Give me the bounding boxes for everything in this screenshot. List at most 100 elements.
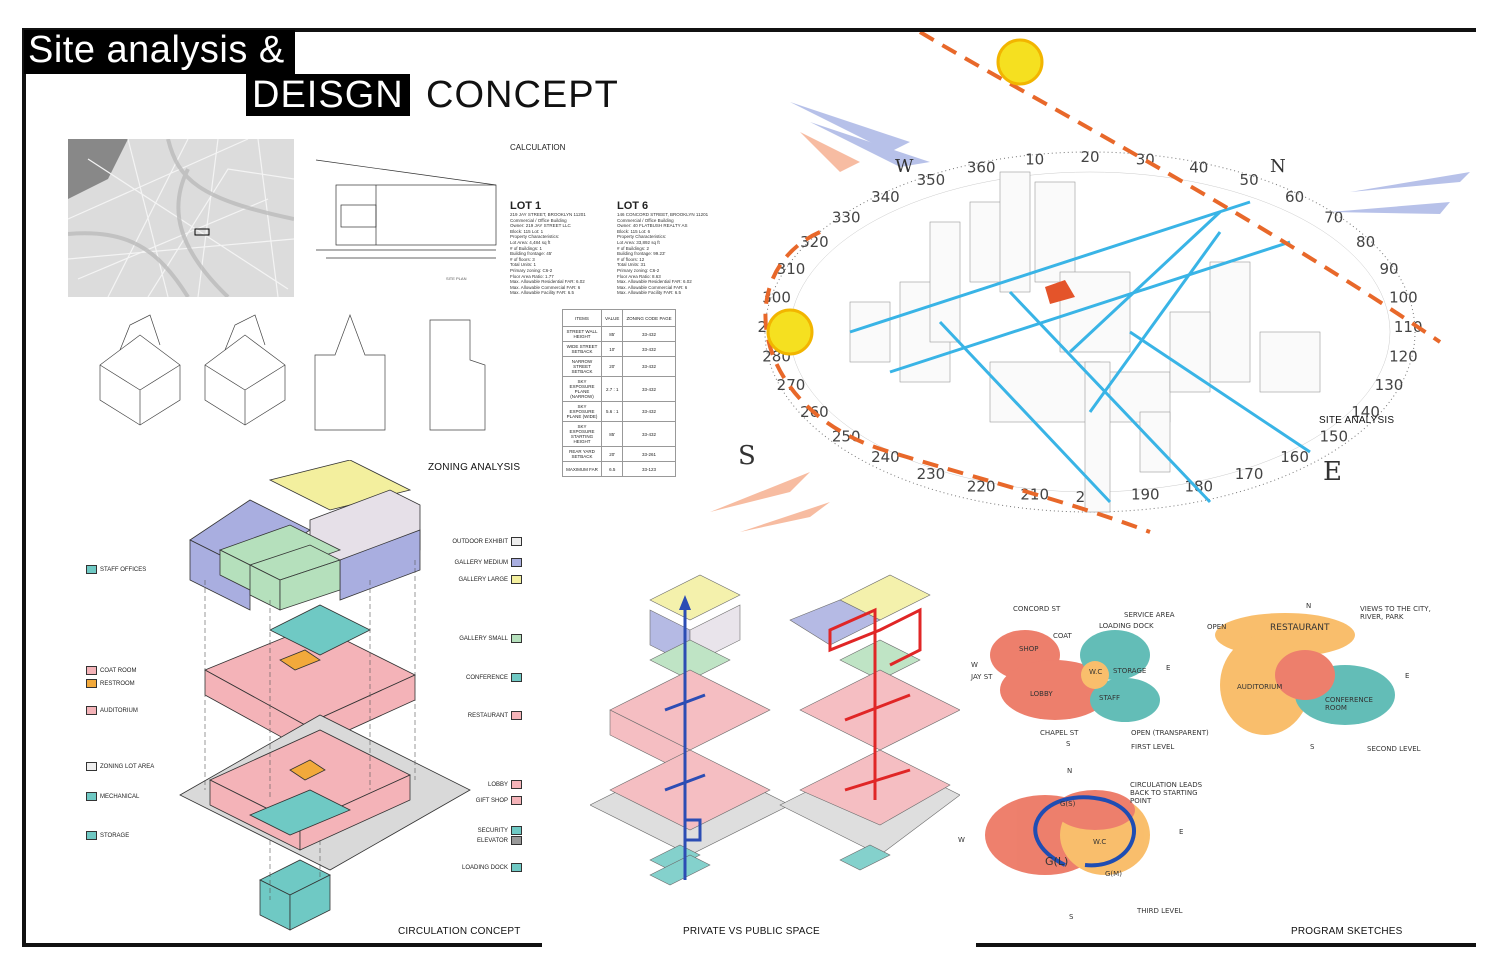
swatch-icon — [86, 679, 97, 688]
sketch1-jay: JAY ST — [971, 673, 993, 681]
table-cell: 85' — [600, 421, 624, 447]
text-line: # of floors: 3 — [510, 256, 535, 262]
text-line: Property Characteristics: — [617, 234, 667, 240]
sketch1-e: E — [1166, 664, 1171, 672]
swatch-icon — [86, 666, 97, 675]
private-public-axo — [589, 570, 961, 910]
table-cell: 33-432 — [622, 421, 676, 447]
text-line: Floor Area Ratio: 1.77 — [510, 273, 554, 279]
sketch1-shop: SHOP — [1019, 645, 1039, 653]
legend-coat-room: COAT ROOM — [86, 666, 136, 675]
compass-east: E — [1323, 457, 1342, 487]
table-cell: 20' — [600, 356, 624, 377]
compass-degree-label: 170 — [1235, 465, 1264, 483]
title-line-1: Site analysis & — [24, 30, 295, 74]
table-cell: 10' — [600, 341, 624, 357]
text-line: Total Units: 1 — [510, 262, 537, 268]
zoning-diagrams — [70, 305, 525, 465]
compass-degree-label: 270 — [777, 376, 806, 394]
table-cell: 33-261 — [622, 446, 676, 462]
legend-staff-offices: STAFF OFFICES — [86, 565, 146, 574]
swatch-icon — [511, 711, 522, 720]
text-line: 219 JAY STREET, BROOKLYN 11201 — [510, 212, 586, 217]
legend-gallery-large: GALLERY LARGE — [459, 575, 522, 584]
frame-left-rule — [22, 28, 26, 946]
compass-west: W — [895, 156, 914, 177]
text-line: Lot Area: 33,892 sq ft — [617, 239, 660, 245]
lot6-block: LOT 6 146 CONCORD STREET, BROOKLYN 11201… — [617, 200, 727, 296]
swatch-icon — [511, 558, 522, 567]
compass-degree-label: 160 — [1280, 448, 1309, 466]
text-line: Block: 115 Lot: 1 — [510, 228, 544, 234]
table-cell: 20' — [600, 446, 624, 462]
compass-degree-label: 230 — [917, 465, 946, 483]
text-line: Primary zoning: C6-2 — [510, 267, 553, 273]
sketch3-w: W — [958, 836, 965, 844]
text-line: Primary zoning: C6-2 — [617, 267, 660, 273]
sketch1-s: S — [1066, 740, 1071, 748]
text-line: Commercial / Office Building — [510, 217, 567, 223]
sketch3-s: S — [1069, 913, 1074, 921]
text-line: Max. Allowable Commercial FAR: 6 — [617, 284, 688, 290]
sketch1-chapel: CHAPEL ST — [1040, 729, 1079, 737]
compass-degree-label: 140 — [1351, 403, 1380, 421]
legend-elevator: ELEVATOR — [477, 836, 522, 845]
text-line: Max. Allowable Residential FAR: 6.02 — [510, 279, 585, 285]
site-caption: SITE ANALYSIS — [1319, 415, 1395, 426]
compass-degree-label: 330 — [832, 209, 861, 227]
legend-loading-dock: LOADING DOCK — [462, 863, 522, 872]
circulation-axo — [170, 459, 530, 940]
table-cell: SKY EXPOSURE PLANE (NARROW) — [562, 376, 602, 402]
compass-degree-label: 350 — [917, 171, 946, 189]
legend-mechanical: MECHANICAL — [86, 792, 139, 801]
title-highlight: DEISGN — [246, 74, 410, 116]
text-line: Max. Allowable Commercial FAR: 6 — [510, 284, 581, 290]
calculation-heading: CALCULATION — [510, 143, 566, 152]
table-cell: 33-432 — [622, 376, 676, 402]
text-line: # of Buildings: 2 — [617, 245, 650, 251]
compass-degree-label: 90 — [1379, 260, 1398, 278]
compass-degree-label: 40 — [1189, 158, 1208, 176]
text-line: 146 CONCORD STREET, BROOKLYN 11201 — [617, 212, 709, 217]
plot-plan: SITE PLAN — [306, 150, 501, 290]
compass-degree-label: 70 — [1324, 209, 1343, 227]
circulation-caption: CIRCULATION CONCEPT — [398, 926, 521, 937]
sketch1-level: FIRST LEVEL — [1131, 743, 1175, 751]
swatch-icon — [511, 575, 522, 584]
title-rest: CONCEPT — [426, 74, 619, 116]
sketch2-auditorium: AUDITORIUM — [1237, 683, 1283, 691]
table-header-cell: VALUE — [600, 309, 624, 327]
sketch2-restaurant: RESTAURANT — [1270, 623, 1330, 633]
compass-degree-label: 130 — [1375, 376, 1404, 394]
table-cell: 33-432 — [622, 356, 676, 377]
swatch-icon — [511, 634, 522, 643]
compass-degree-label: 340 — [871, 188, 900, 206]
sketch1-coat: COAT — [1053, 632, 1072, 640]
table-cell: STREET WALL HEIGHT — [562, 326, 602, 342]
program-sketches — [965, 595, 1475, 925]
legend-zoning-lot: ZONING LOT AREA — [86, 762, 154, 771]
swatch-icon — [86, 706, 97, 715]
table-cell: 2.7 : 1 — [600, 376, 624, 402]
sketch2-e: E — [1405, 672, 1410, 680]
sketch2-n: N — [1306, 602, 1312, 610]
compass-degree-label: 80 — [1356, 233, 1375, 251]
text-line: Owner: 219 JAY STREET LLC — [510, 223, 571, 229]
compass-degree-label: 220 — [967, 478, 996, 496]
table-cell: 33-432 — [622, 341, 676, 357]
legend-conference: CONFERENCE — [466, 673, 522, 682]
table-cell: 85' — [600, 326, 624, 342]
text-line: Floor Area Ratio: 8.63 — [617, 273, 661, 279]
sketch2-conference: CONFERENCE ROOM — [1325, 696, 1373, 712]
swatch-icon — [511, 537, 522, 546]
calculation-block: CALCULATION — [510, 143, 760, 152]
compass-degree-label: 100 — [1389, 289, 1418, 307]
